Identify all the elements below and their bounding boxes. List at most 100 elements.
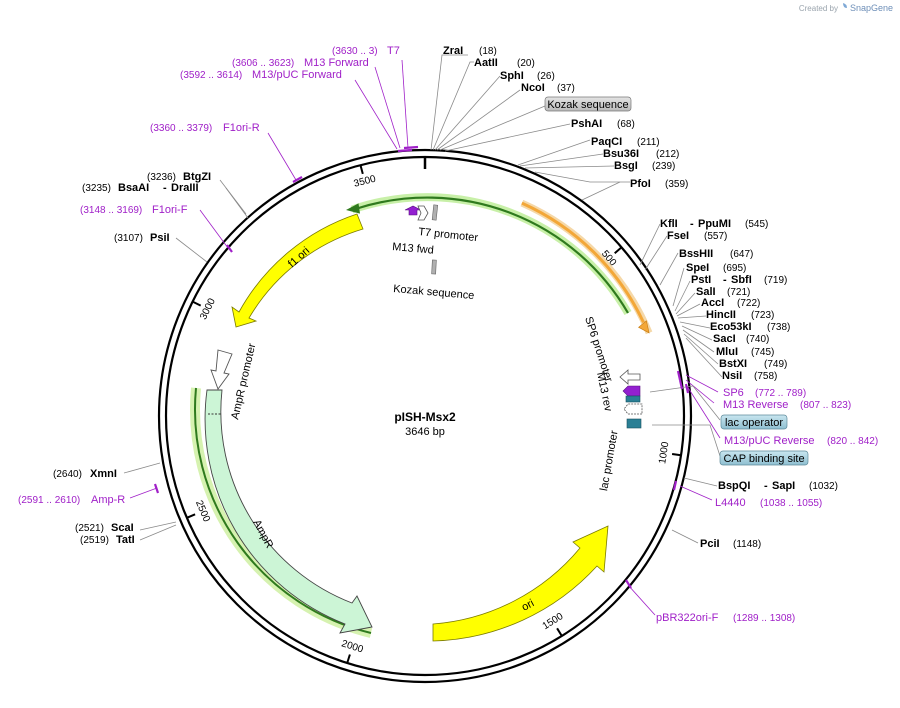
scale-tick-label: 2500 — [193, 499, 212, 524]
ori-arrow — [432, 525, 609, 642]
scale-tick-label: 3500 — [353, 174, 378, 190]
f1-ori-arrow — [231, 213, 364, 328]
enzyme-position: (37) — [557, 83, 575, 94]
ampr-promoter-label: AmpR promoter — [229, 342, 258, 421]
m13-fwd-label: M13 fwd — [392, 241, 434, 257]
scale-tick-label: 1500 — [541, 611, 566, 632]
enzyme-position: (359) — [665, 179, 688, 190]
enzyme-position: (2521) — [75, 523, 104, 534]
ampr-promoter-arrow — [210, 349, 233, 390]
sp6-arc — [521, 201, 645, 324]
t7-promoter-arrow — [417, 205, 429, 221]
enzyme-label: PsiI — [150, 232, 170, 244]
backbone-outer — [157, 148, 693, 684]
enzyme-labels: ZraI (18) AatII (20) SphI (26) NcoI (37)… — [53, 45, 838, 550]
primer-range: (3360 .. 3379) — [150, 123, 212, 134]
scale-tick — [359, 164, 364, 175]
sp6-promoter-arrow — [619, 369, 641, 385]
enzyme-label: FseI — [667, 230, 689, 242]
enzyme-position: (2519) — [80, 535, 109, 546]
enzyme-label: HincII — [706, 309, 736, 321]
enzyme-label: ZraI — [443, 45, 463, 57]
primer-label: pBR322ori-F — [656, 612, 719, 624]
enzyme-label: TatI — [116, 534, 135, 546]
enzyme-label: BspQI — [718, 480, 750, 492]
enzyme-label: BstXI — [719, 358, 747, 370]
primer-label: M13 Reverse — [723, 399, 788, 411]
enzyme-position: (545) — [745, 219, 768, 230]
primer-labels: T7 (3630 .. 3) M13 Forward (3606 .. 3623… — [18, 45, 878, 624]
sp6-arrowhead — [638, 320, 650, 334]
enzyme-label: PstI — [691, 274, 711, 286]
enzyme-position: (239) — [652, 161, 675, 172]
enzyme-position: (3236) — [147, 172, 176, 183]
scale-tick — [614, 246, 623, 254]
enzyme-label: Eco53kI — [710, 321, 752, 333]
lac-operator-block — [625, 395, 641, 403]
enzyme-label: BssHII — [679, 248, 713, 260]
cap-binding-box-label: CAP binding site — [723, 453, 804, 465]
scale-tick — [671, 453, 682, 457]
enzyme-position: (749) — [764, 359, 787, 370]
enzyme-label-2: PpuMI — [698, 218, 731, 230]
enzyme-label: NsiI — [722, 370, 742, 382]
enzyme-label-2: SbfI — [731, 274, 752, 286]
enzyme-label: SacI — [713, 333, 736, 345]
enzyme-position: (723) — [751, 310, 774, 321]
enzyme-label-2: DraIII — [171, 182, 199, 194]
insert-arrowhead — [346, 203, 360, 214]
primer-range: (3592 .. 3614) — [180, 70, 242, 81]
scale-tick-label: 3000 — [198, 296, 218, 321]
lac-promoter-arrow — [623, 403, 643, 415]
enzyme-label: MluI — [716, 346, 738, 358]
scale-tick — [186, 513, 196, 519]
primer-range: (1038 .. 1055) — [760, 498, 822, 509]
enzyme-position: (2640) — [53, 469, 82, 480]
ori-label: ori — [520, 597, 536, 613]
enzyme-position: (721) — [727, 287, 750, 298]
plasmid-size: 3646 bp — [405, 426, 445, 438]
primer-range: (3148 .. 3169) — [80, 205, 142, 216]
primer-label: F1ori-R — [223, 122, 260, 134]
created-by-label: Created by — [799, 4, 838, 13]
enzyme-label: AccI — [701, 297, 724, 309]
boxed-feature-labels: Kozak sequence lac operator CAP binding … — [544, 96, 809, 466]
enzyme-label: SpeI — [686, 262, 709, 274]
ampr-outline-arc — [194, 387, 372, 634]
m13-fwd-arrow — [404, 205, 422, 216]
enzyme-position: (212) — [656, 149, 679, 160]
enzyme-position: (745) — [751, 347, 774, 358]
primer-range: (772 .. 789) — [755, 388, 806, 399]
enzyme-label: BtgZI — [183, 171, 211, 183]
enzyme-position: (18) — [479, 46, 497, 57]
enzyme-position: (3235) — [82, 183, 111, 194]
ampr-arrow — [204, 389, 373, 634]
cap-binding-block — [626, 418, 642, 429]
kozak-box-label: Kozak sequence — [547, 99, 628, 111]
primer-range: (3630 .. 3) — [332, 46, 378, 57]
snapgene-logo: SnapGene — [843, 3, 893, 13]
m13-rev-arrow — [622, 385, 641, 397]
scale-tick — [556, 627, 563, 637]
enzyme-position: (740) — [746, 334, 769, 345]
enzyme-label: XmnI — [90, 468, 117, 480]
leader-lines — [123, 54, 723, 616]
enzyme-label: PciI — [700, 538, 720, 550]
plasmid-name: pISH-Msx2 — [394, 410, 456, 424]
kozak-marker-top — [431, 204, 439, 221]
primer-range: (820 .. 842) — [827, 436, 878, 447]
primer-range: (2591 .. 2610) — [18, 495, 80, 506]
lac-operator-box — [720, 414, 788, 430]
enzyme-label: BsaAI — [118, 182, 149, 194]
enzyme-label: PaqCI — [591, 136, 622, 148]
enzyme-label: ScaI — [111, 522, 134, 534]
lac-promoter-label: lac promoter — [598, 429, 620, 492]
kozak-marker-inner — [431, 259, 437, 275]
enzyme-label: SphI — [500, 70, 524, 82]
primer-label: M13 Forward — [304, 57, 369, 69]
lac-operator-box-label: lac operator — [725, 417, 783, 429]
enzyme-position: (722) — [737, 298, 760, 309]
enzyme-dash: - — [723, 274, 727, 286]
primer-label: M13/pUC Reverse — [724, 435, 814, 447]
primer-marks — [153, 145, 690, 589]
